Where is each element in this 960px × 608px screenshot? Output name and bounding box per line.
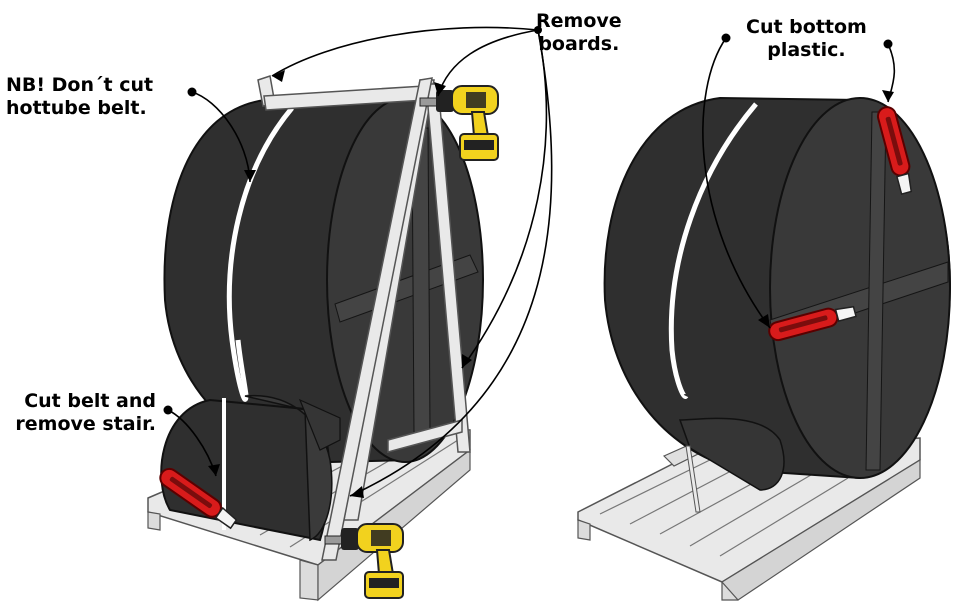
left-wood-frame — [257, 75, 471, 561]
cut-plastic-line1: Cut bottom — [746, 16, 867, 38]
right-assembly — [577, 96, 952, 601]
dont-cut-line1: NB! Don´t cut — [6, 74, 154, 96]
dont-cut-label: NB! Don´t cut hottube belt. — [6, 74, 153, 120]
left-assembly — [147, 75, 499, 602]
cut-belt-label: Cut belt and remove stair. — [6, 390, 156, 436]
right-hot-tub — [603, 96, 952, 513]
remove-boards-line2: boards. — [538, 33, 620, 55]
dont-cut-line2: hottube belt. — [6, 97, 147, 119]
callout-dots — [163, 26, 893, 415]
cut-plastic-label: Cut bottom plastic. — [746, 16, 867, 62]
cut-belt-line1: Cut belt and — [24, 390, 156, 412]
callout-arrowheads — [208, 70, 894, 498]
remove-boards-line1: Remove — [536, 10, 622, 32]
cut-belt-line2: remove stair. — [15, 413, 156, 435]
cut-plastic-line2: plastic. — [767, 39, 846, 61]
remove-boards-label: Remove boards. — [536, 10, 622, 56]
